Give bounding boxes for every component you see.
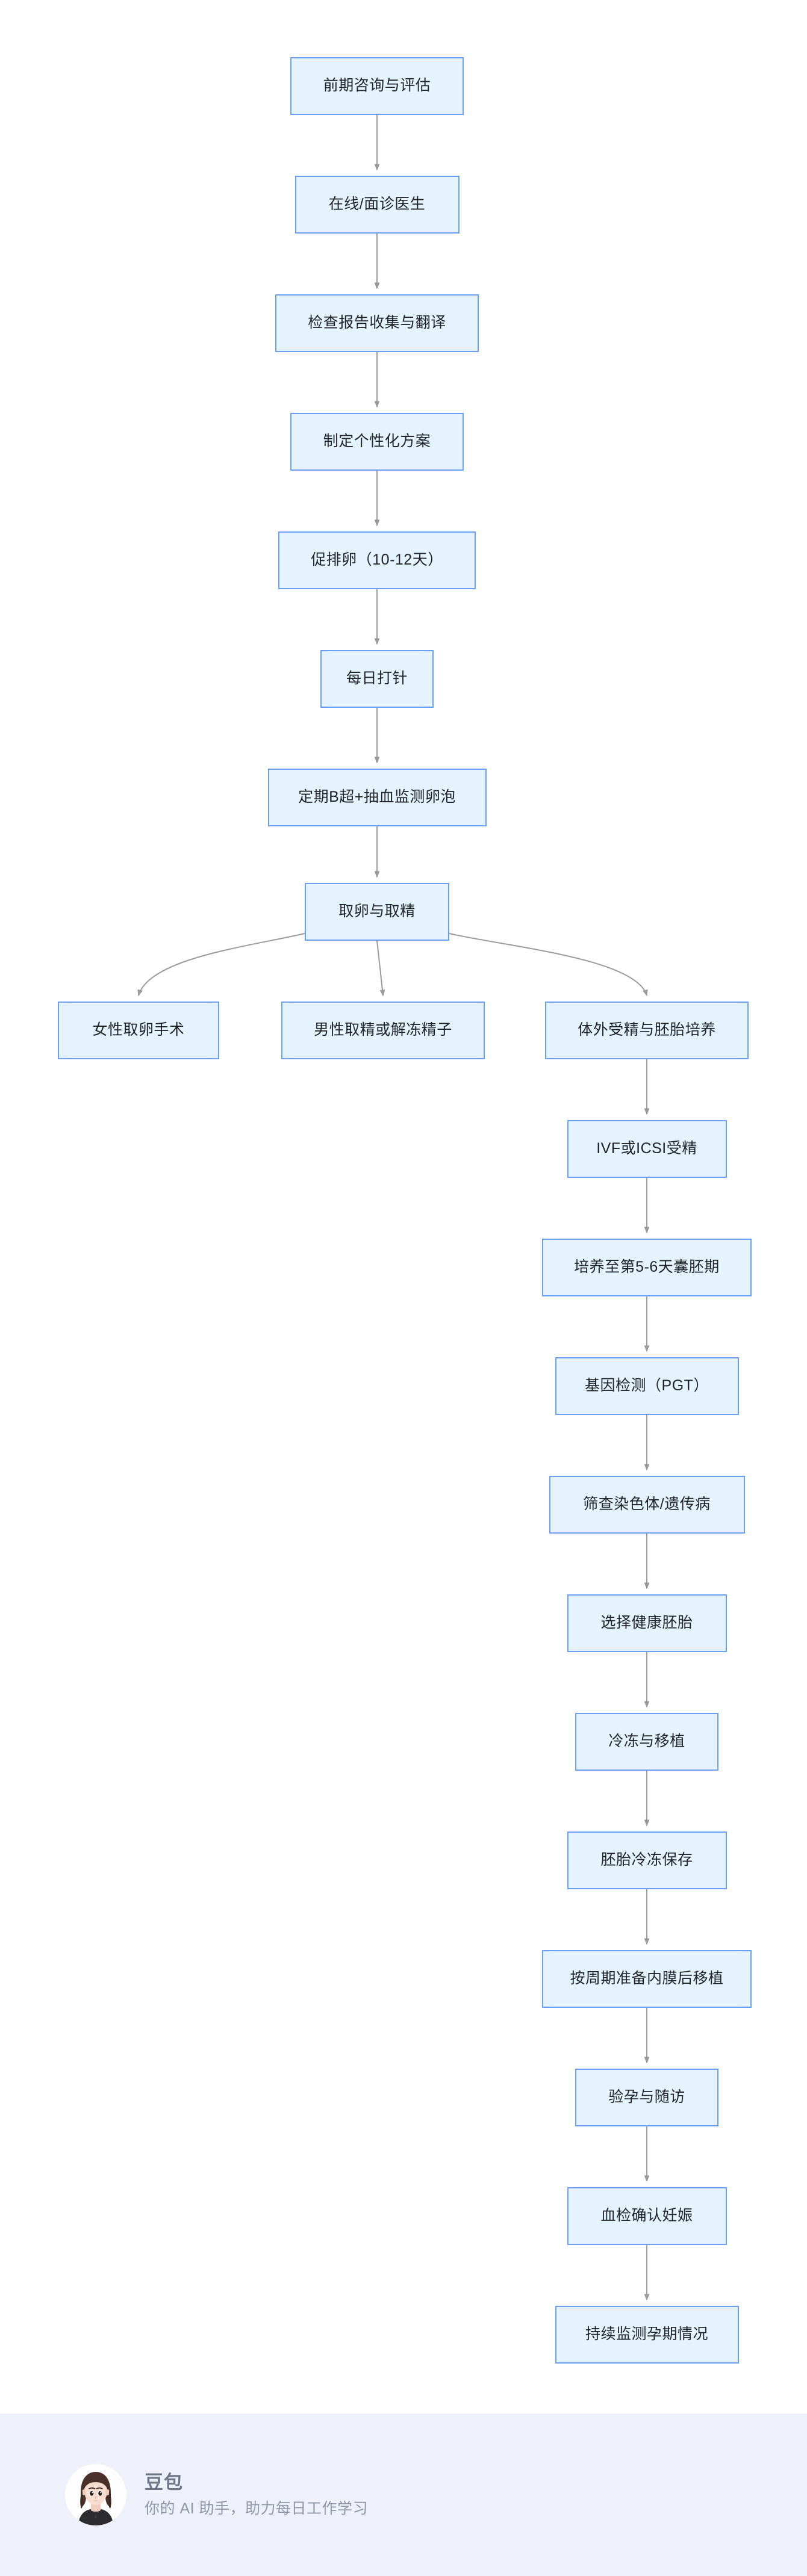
flow-node-n12[interactable]: IVF或ICSI受精 (567, 1120, 727, 1178)
flow-node-label: 按周期准备内膜后移植 (570, 1970, 724, 1987)
flowchart-edge-layer (0, 115, 807, 2413)
flow-node-n16[interactable]: 选择健康胚胎 (567, 1594, 727, 1652)
flow-node-n13[interactable]: 培养至第5-6天囊胚期 (542, 1239, 752, 1296)
flow-node-n17[interactable]: 冷冻与移植 (575, 1713, 718, 1771)
flow-node-n10[interactable]: 男性取精或解冻精子 (281, 1002, 485, 1059)
footer-brand-bar: 豆包 你的 AI 助手，助力每日工作学习 (0, 2413, 807, 2576)
flow-node-label: 促排卵（10-12天） (311, 551, 443, 569)
flow-node-label: 胚胎冷冻保存 (600, 1851, 693, 1869)
flow-node-n14[interactable]: 基因检测（PGT） (555, 1357, 739, 1415)
flow-node-label: 冷冻与移植 (608, 1733, 685, 1750)
female-avatar-icon (65, 2464, 126, 2525)
brand-text-block: 豆包 你的 AI 助手，助力每日工作学习 (145, 2470, 368, 2519)
flow-node-label: 体外受精与胚胎培养 (578, 1021, 716, 1039)
flow-edge-n8-to-n9 (139, 933, 305, 995)
flow-node-label: 选择健康胚胎 (600, 1614, 693, 1632)
flow-node-label: 筛查染色体/遗传病 (583, 1496, 711, 1513)
flow-node-label: 验孕与随访 (608, 2088, 685, 2106)
flow-edge-n8-to-n10 (376, 940, 383, 995)
flow-node-n11[interactable]: 体外受精与胚胎培养 (545, 1002, 749, 1059)
flow-node-n4[interactable]: 制定个性化方案 (290, 413, 464, 471)
flow-node-label: 检查报告收集与翻译 (308, 314, 446, 332)
flow-node-n8[interactable]: 取卵与取精 (305, 883, 449, 941)
brand-name: 豆包 (145, 2471, 183, 2493)
flow-node-n1[interactable]: 前期咨询与评估 (290, 57, 464, 115)
flow-node-n21[interactable]: 血检确认妊娠 (567, 2187, 727, 2245)
flow-node-n20[interactable]: 验孕与随访 (575, 2069, 718, 2126)
avatar-illustration (65, 2464, 126, 2525)
flow-node-label: 女性取卵手术 (92, 1021, 185, 1039)
flow-node-n5[interactable]: 促排卵（10-12天） (278, 531, 476, 589)
flow-node-n3[interactable]: 检查报告收集与翻译 (275, 294, 479, 352)
flow-node-n2[interactable]: 在线/面诊医生 (294, 176, 460, 234)
flow-node-label: 血检确认妊娠 (600, 2207, 693, 2225)
flow-node-label: 培养至第5-6天囊胚期 (574, 1259, 720, 1276)
flow-node-label: 制定个性化方案 (323, 433, 431, 450)
flow-node-label: 持续监测孕期情况 (585, 2326, 708, 2343)
flow-node-n19[interactable]: 按周期准备内膜后移植 (542, 1950, 752, 2008)
flow-node-label: 取卵与取精 (338, 903, 416, 920)
flow-node-n9[interactable]: 女性取卵手术 (58, 1002, 219, 1059)
flow-node-label: 前期咨询与评估 (323, 77, 431, 94)
flow-node-label: 每日打针 (346, 670, 408, 687)
flow-node-label: 男性取精或解冻精子 (314, 1021, 452, 1039)
flow-node-n18[interactable]: 胚胎冷冻保存 (567, 1831, 727, 1889)
flowchart-canvas: 前期咨询与评估在线/面诊医生检查报告收集与翻译制定个性化方案促排卵（10-12天… (0, 57, 807, 2413)
flow-node-label: IVF或ICSI受精 (596, 1140, 697, 1157)
flow-node-n15[interactable]: 筛查染色体/遗传病 (549, 1476, 745, 1534)
flow-node-n22[interactable]: 持续监测孕期情况 (555, 2306, 739, 2364)
flow-edge-n8-to-n11 (449, 933, 647, 995)
brand-tagline: 你的 AI 助手，助力每日工作学习 (145, 2500, 369, 2517)
flow-node-n6[interactable]: 每日打针 (320, 650, 434, 708)
flow-node-label: 在线/面诊医生 (328, 196, 426, 213)
flow-node-label: 基因检测（PGT） (585, 1377, 709, 1395)
flow-node-label: 定期B超+抽血监测卵泡 (298, 788, 456, 806)
flow-node-n7[interactable]: 定期B超+抽血监测卵泡 (267, 769, 487, 826)
